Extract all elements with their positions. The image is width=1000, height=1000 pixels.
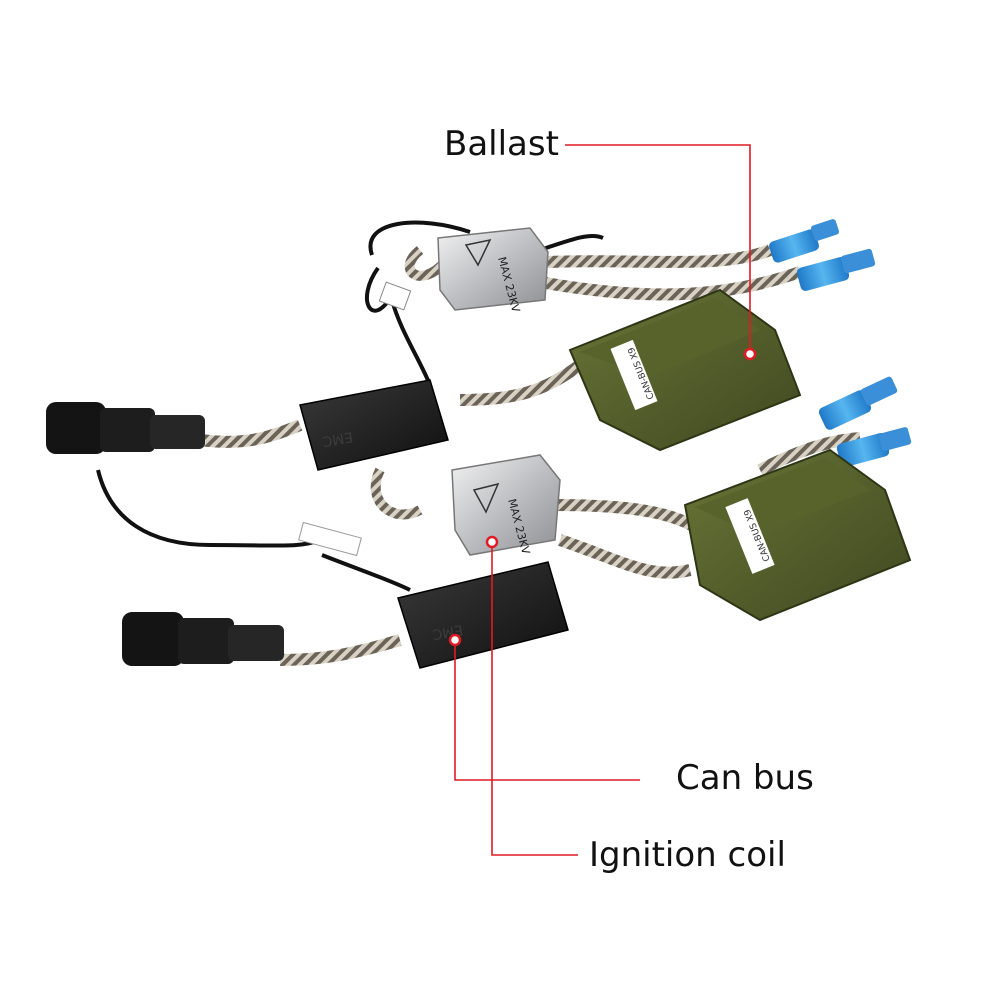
upper-ballast: CAN-BUS X9 (568, 288, 802, 452)
svg-text:EMC: EMC (321, 428, 354, 449)
upper-ground-wire (368, 220, 471, 256)
lower-ballast: CAN-BUS X9 (683, 448, 912, 622)
callout-dots (448, 347, 757, 647)
upper-ignition-coil: MAX 23KV (437, 227, 549, 314)
lower-ballast-label (725, 498, 775, 574)
ballast-callout-dot (743, 347, 757, 361)
lower-high-voltage-warning-icon (472, 482, 500, 514)
upper-coil-wire (539, 233, 604, 252)
lower-ground-wire (96, 469, 321, 548)
ballast-callout-line (565, 144, 751, 354)
lower-ignition-coil: MAX 23KV (451, 454, 561, 556)
lower-power-plug (122, 612, 284, 666)
callout-lines (454, 144, 751, 856)
ignition-coil-callout-dot (485, 535, 499, 549)
can-bus-callout-line (454, 640, 640, 781)
upper-blue-connectors (769, 219, 876, 291)
upper-power-plug (46, 402, 205, 454)
lower-wire-tag (298, 521, 362, 557)
can-bus-label: Can bus (676, 758, 814, 798)
high-voltage-warning-icon (464, 238, 492, 267)
ignition-coil-callout-line (491, 542, 578, 856)
ballast-label: Ballast (444, 124, 559, 164)
lower-can-bus: EMC (397, 561, 569, 669)
lower-braided-cable (554, 499, 704, 536)
upper-can-bus: EMC (299, 379, 449, 471)
upper-ballast-label (610, 339, 658, 411)
upper-braided-cable (544, 244, 773, 268)
lower-kit: MAX 23KV CAN-BUS X9 EMC (96, 376, 912, 669)
ignition-coil-label: Ignition coil (589, 835, 786, 875)
wire-tag (378, 281, 412, 311)
upper-kit: MAX 23KV CAN-BUS X9 EMC (46, 219, 876, 471)
can-bus-callout-dot (448, 633, 462, 647)
lower-blue-connectors (818, 376, 912, 467)
